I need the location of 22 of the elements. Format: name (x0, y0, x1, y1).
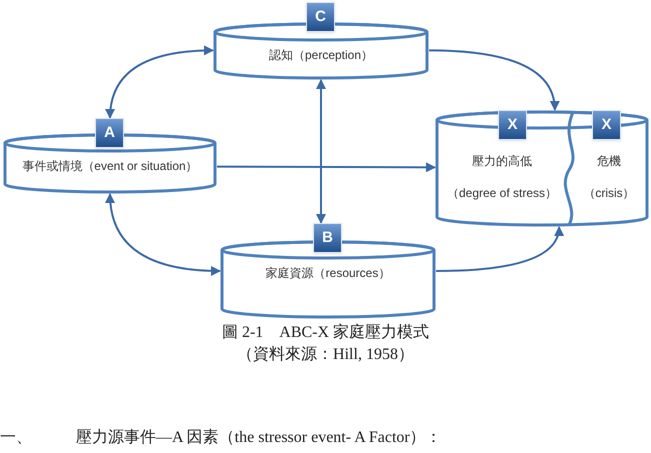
node-label: （crisis） (583, 185, 635, 202)
arrow (217, 162, 436, 172)
arrow (106, 193, 221, 276)
arrow (316, 79, 326, 224)
node-label: 危機 (597, 153, 621, 170)
node-label: 認知（perception） (268, 47, 374, 64)
arrow (436, 226, 563, 272)
node-label: （degree of stress） (446, 185, 558, 202)
section-heading: 壓力源事件—A 因素（the stressor event- A Factor）： (76, 428, 442, 448)
arrow (428, 49, 559, 111)
caption: 圖 2-1 ABC-X 家庭壓力模式 (222, 322, 430, 343)
source-note: （資料來源：Hill, 1958） (237, 344, 414, 365)
letter-badge: A (95, 118, 124, 148)
letter-badge: B (313, 223, 342, 253)
letter-badge: X (592, 110, 621, 140)
arrow (106, 46, 214, 119)
node-label: 家庭資源（resources） (266, 265, 390, 282)
section-number: 一、 (0, 428, 33, 448)
node-label: 壓力的高低 (472, 153, 532, 170)
letter-badge: X (498, 110, 527, 140)
letter-badge: C (306, 2, 335, 32)
node-label: 事件或情境（event or situation） (22, 158, 198, 175)
